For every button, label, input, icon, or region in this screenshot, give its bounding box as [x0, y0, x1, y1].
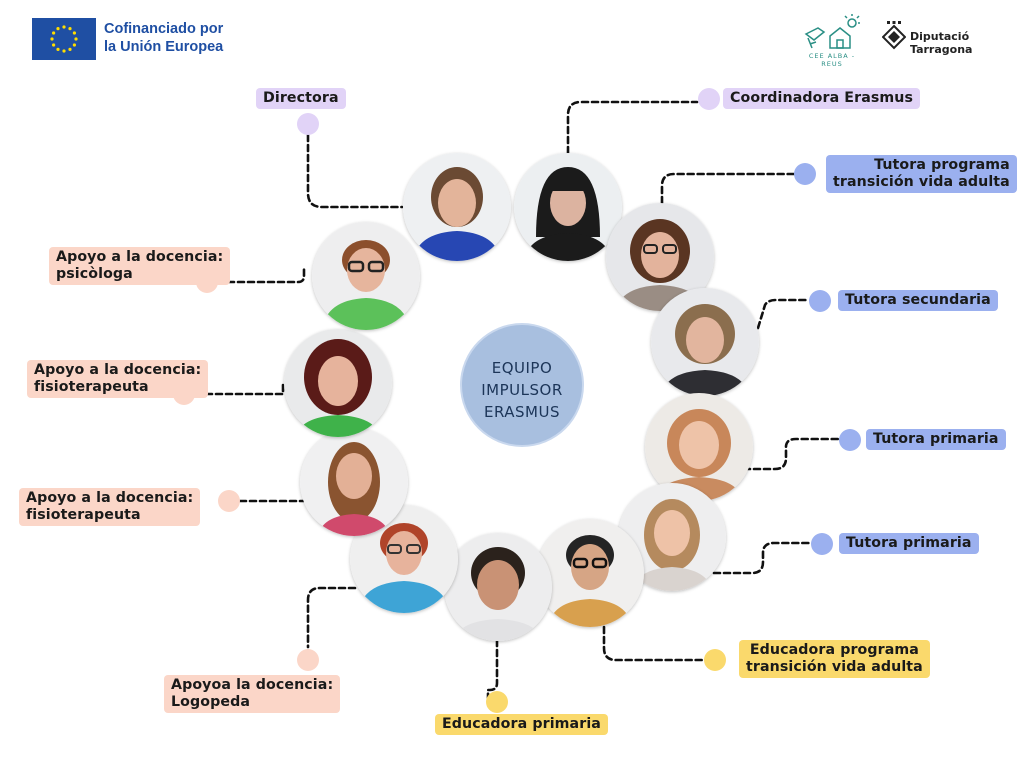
dot-educadora-transicion	[704, 649, 726, 671]
diputacio-text: Diputació Tarragona	[910, 30, 973, 56]
dot-directora	[297, 113, 319, 135]
dot-coordinadora	[698, 88, 720, 110]
dot-logopeda	[297, 649, 319, 671]
school-logo-icon	[800, 14, 862, 64]
label-tutora-transicion: Tutora programa transición vida adulta	[826, 155, 1017, 193]
label-tutora-primaria-2-text: Tutora primaria	[846, 535, 972, 551]
connector-coordinadora	[566, 100, 699, 155]
label-logopeda-line-2: Logopeda	[171, 694, 250, 710]
photo-educadora-primaria	[444, 533, 552, 641]
label-educadora-transicion: Educadora programa transición vida adult…	[739, 640, 930, 678]
label-fisio-a: Apoyo a la docencia: fisioterapeuta	[27, 360, 209, 398]
dot-tutora-transicion	[794, 163, 816, 185]
center-circle	[462, 325, 582, 445]
connector-fisio-a	[194, 382, 285, 396]
connector-logopeda	[306, 586, 357, 649]
label-tutora-transicion-line-1: Tutora programa	[874, 157, 1010, 173]
label-directora: Directora	[256, 88, 346, 109]
photo-educadora-transicion	[536, 519, 644, 627]
label-psicologa-line-1: Apoyo a la docencia:	[56, 249, 224, 265]
label-tutora-primaria-1-text: Tutora primaria	[873, 431, 999, 447]
label-fisio-b-line-2: fisioterapeuta	[26, 507, 141, 523]
label-psicologa: Apoyo a la docencia: psicòloga	[49, 247, 231, 285]
label-fisio-a-line-1: Apoyo a la docencia:	[34, 362, 202, 378]
label-educadora-primaria: Educadora primaria	[435, 714, 608, 735]
dot-fisio-b	[218, 490, 240, 512]
center-title: EQUIPO IMPULSOR ERASMUS	[462, 357, 582, 423]
connector-tutora-primaria-2	[712, 541, 812, 575]
photo-psicologa	[312, 222, 420, 330]
label-logopeda: Apoyoa la docencia: Logopeda	[164, 675, 341, 713]
connector-directora	[306, 133, 404, 209]
label-tutora-secundaria-text: Tutora secundaria	[845, 292, 991, 308]
photo-fisio-a	[284, 329, 392, 437]
label-tutora-primaria-2: Tutora primaria	[839, 533, 979, 554]
eu-line-1: Cofinanciado por	[104, 21, 224, 37]
label-fisio-a-line-2: fisioterapeuta	[34, 379, 149, 395]
center-line-2: IMPULSOR	[481, 381, 563, 399]
label-educadora-transicion-line-2: transición vida adulta	[746, 659, 923, 675]
connector-educadora-primaria	[486, 638, 499, 702]
label-coordinadora: Coordinadora Erasmus	[723, 88, 921, 109]
dot-tutora-primaria-2	[811, 533, 833, 555]
label-logopeda-line-1: Apoyoa la docencia:	[171, 677, 334, 693]
label-psicologa-line-2: psicòloga	[56, 266, 133, 282]
label-directora-text: Directora	[263, 90, 339, 106]
label-fisio-b-line-1: Apoyo a la docencia:	[26, 490, 194, 506]
label-tutora-secundaria: Tutora secundaria	[838, 290, 998, 311]
label-coordinadora-text: Coordinadora Erasmus	[730, 90, 914, 106]
photo-fisio-b	[300, 428, 408, 536]
label-educadora-primaria-text: Educadora primaria	[442, 716, 601, 732]
connector-tutora-transicion	[660, 172, 797, 205]
center-line-1: EQUIPO	[491, 359, 553, 377]
photo-directora	[403, 153, 511, 261]
photo-tutora-secundaria	[651, 288, 759, 396]
dot-educadora-primaria	[486, 691, 508, 713]
connector-educadora-transicion	[602, 625, 706, 662]
label-educadora-transicion-line-1: Educadora programa	[749, 642, 919, 658]
connector-psicologa	[216, 265, 306, 284]
center-line-3: ERASMUS	[483, 403, 561, 421]
eu-flag-logo	[32, 18, 96, 60]
photo-logopeda	[350, 505, 458, 613]
eu-cofinancing-text: Cofinanciado por la Unión Europea	[104, 20, 223, 56]
school-caption: CEE ALBA - REUS	[808, 52, 856, 68]
diputacio-logo-icon	[881, 20, 907, 50]
label-tutora-transicion-line-2: transición vida adulta	[833, 174, 1010, 190]
eu-line-2: la Unión Europea	[104, 39, 224, 55]
label-fisio-b: Apoyo a la docencia: fisioterapeuta	[19, 488, 201, 526]
dot-tutora-primaria-1	[839, 429, 861, 451]
connector-tutora-primaria-1	[742, 437, 840, 471]
label-tutora-primaria-1: Tutora primaria	[866, 429, 1006, 450]
connector-tutora-secundaria	[756, 298, 810, 330]
photo-coordinadora	[514, 153, 622, 261]
dot-tutora-secundaria	[809, 290, 831, 312]
